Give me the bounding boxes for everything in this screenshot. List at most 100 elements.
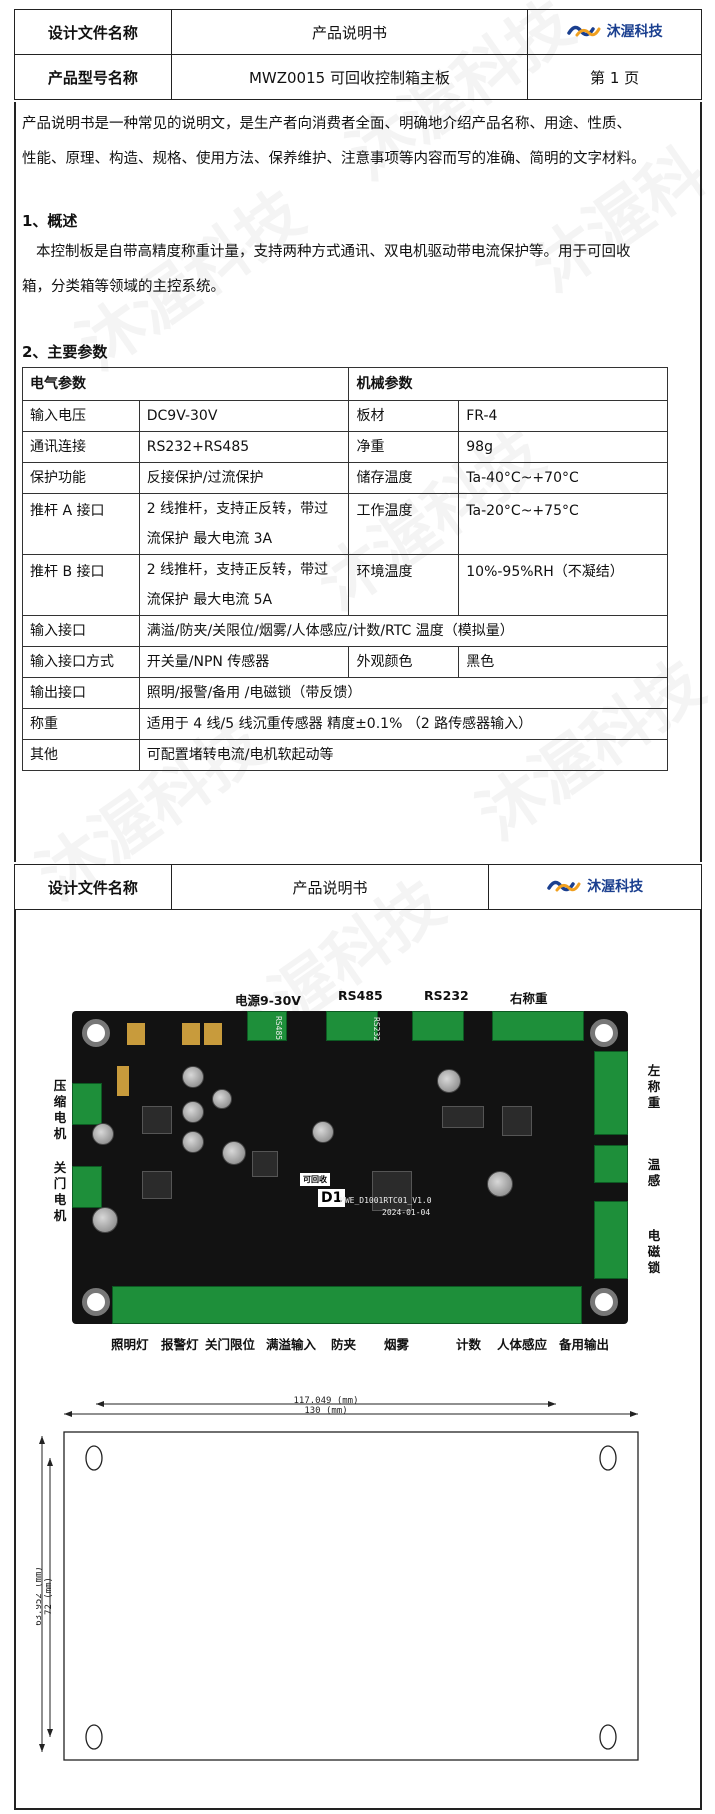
terminal-rs232 <box>412 1011 464 1041</box>
arrow-head <box>47 1729 53 1737</box>
label-backup-output: 备用输出 <box>559 1337 610 1352</box>
overview-line: 本控制板是自带高精度称重计量，支持两种方式通讯、双电机驱动带电流保护等。用于可回… <box>36 244 631 260</box>
params-table: 电气参数 机械参数 输入电压 DC9V-30V 板材 FR-4 通讯连接 RS2… <box>21 367 669 771</box>
model-label: 产品型号名称 <box>14 54 172 100</box>
label-overflow-input: 满溢输入 <box>266 1337 317 1352</box>
param-value-line: 流保护 最大电流 5A <box>146 592 273 608</box>
dimension-drawing: 117.049 (mm) 130 (mm) 63.952 (mm) 72 (mm… <box>36 1396 639 1761</box>
param-value: 照明/报警/备用 /电磁锁（带反馈） <box>138 677 669 709</box>
silk-rs485: RS485 <box>274 1016 283 1041</box>
param-key: 推杆 A 接口 <box>22 493 140 555</box>
label-door-limit: 关门限位 <box>205 1337 256 1352</box>
label-alarm: 报警灯 <box>161 1337 199 1352</box>
label-rs232: RS232 <box>424 988 469 1003</box>
param-value: 10%-95%RH（不凝结） <box>458 554 668 616</box>
param-key: 输出接口 <box>22 677 140 709</box>
electrical-header: 电气参数 <box>21 367 350 401</box>
driver-chip <box>142 1106 172 1134</box>
logo-text: 沐渥科技 <box>606 24 663 40</box>
smd-component <box>182 1023 200 1045</box>
silk-recyclable-mark: 可回收 <box>300 1173 330 1186</box>
capacitor <box>92 1207 118 1233</box>
intro-line: 产品说明书是一种常见的说明文，是生产者向消费者全面、明确地介绍产品名称、用途、性… <box>22 116 631 132</box>
design-file-label: 设计文件名称 <box>14 864 172 910</box>
param-value-line: 流保护 最大电流 3A <box>146 531 273 547</box>
param-key: 通讯连接 <box>22 431 140 463</box>
page-border-bottom <box>14 1808 702 1810</box>
silk-date: 2024-01-04 <box>382 1208 431 1217</box>
inner-height-text: 63.952 (mm) <box>36 1566 44 1626</box>
param-value: 适用于 4 线/5 线沉重传感器 精度±0.1% （2 路传感器输入） <box>138 708 669 740</box>
section-overview-title: 1、概述 <box>22 212 78 230</box>
adc-chip <box>502 1106 532 1136</box>
terminal-door-motor <box>72 1166 102 1208</box>
param-value: RS232+RS485 <box>138 431 350 463</box>
param-value: 2 线推杆，支持正反转，带过 流保护 最大电流 5A <box>138 554 350 616</box>
mcu-chip <box>372 1171 412 1211</box>
capacitor <box>182 1131 204 1153</box>
smd-component <box>117 1066 129 1096</box>
capacitor <box>312 1121 334 1143</box>
silk-rs232: RS232 <box>372 1017 381 1042</box>
brand-wave-icon <box>547 880 581 892</box>
terminal-compress-motor <box>72 1083 102 1125</box>
document-header: 设计文件名称 产品说明书 沐渥科技 产品型号名称 MWZ0015 可回收控制箱主… <box>14 9 702 100</box>
capacitor <box>222 1141 246 1165</box>
mount-hole <box>590 1288 618 1316</box>
label-human-sense: 人体感应 <box>497 1337 548 1352</box>
company-logo: 沐渥科技 <box>488 864 702 910</box>
board-outline <box>63 1431 639 1761</box>
mount-slot <box>85 1445 103 1471</box>
terminal-bottom-strip <box>112 1286 582 1324</box>
label-compress-motor: 压缩电机 <box>53 1078 67 1141</box>
smd-component <box>127 1023 145 1045</box>
inner-width-text: 117.049 (mm) <box>293 1396 358 1406</box>
capacitor <box>212 1089 232 1109</box>
label-left-weigh: 左称重 <box>647 1063 661 1110</box>
capacitor <box>182 1066 204 1088</box>
label-power: 电源9-30V <box>235 993 301 1008</box>
param-key: 输入电压 <box>22 400 140 432</box>
silk-model: MWE_D1001RTC01_V1.0 <box>340 1196 432 1205</box>
mount-hole <box>590 1019 618 1047</box>
label-right-weigh: 右称重 <box>510 991 548 1006</box>
label-counter: 计数 <box>456 1337 482 1352</box>
mount-hole <box>82 1288 110 1316</box>
param-value: Ta-20°C~+75°C <box>458 493 668 555</box>
mount-slot <box>599 1724 617 1750</box>
design-file-label: 设计文件名称 <box>14 9 172 55</box>
arrow-head <box>96 1401 104 1407</box>
param-value: 2 线推杆，支持正反转，带过 流保护 最大电流 3A <box>138 493 350 555</box>
param-key: 工作温度 <box>348 493 460 555</box>
section-params-title: 2、主要参数 <box>22 343 108 361</box>
param-key: 其他 <box>22 739 140 771</box>
param-value: 可配置堵转电流/电机软起动等 <box>138 739 669 771</box>
arrow-head <box>548 1401 556 1407</box>
page-border-left <box>14 102 16 862</box>
overview-paragraph: 本控制板是自带高精度称重计量，支持两种方式通讯、双电机驱动带电流保护等。用于可回… <box>22 235 702 305</box>
label-electromagnetic-lock: 电磁锁 <box>647 1228 661 1275</box>
mount-slot <box>85 1724 103 1750</box>
label-lighting: 照明灯 <box>111 1337 149 1352</box>
capacitor <box>437 1069 461 1093</box>
capacitor <box>92 1123 114 1145</box>
page-border-left <box>14 910 16 1810</box>
inductor <box>252 1151 278 1177</box>
mount-hole <box>82 1019 110 1047</box>
arrow-head <box>39 1744 45 1752</box>
terminal-rs485 <box>326 1011 378 1041</box>
arrow-head <box>39 1436 45 1444</box>
param-key: 净重 <box>348 431 460 463</box>
label-smoke: 烟雾 <box>384 1337 410 1352</box>
mount-slot <box>599 1445 617 1471</box>
terminal-left-weigh <box>594 1051 628 1135</box>
param-key: 保护功能 <box>22 462 140 494</box>
param-key: 输入接口 <box>22 615 140 647</box>
param-value: 满溢/防夹/关限位/烟雾/人体感应/计数/RTC 温度（模拟量） <box>138 615 669 647</box>
param-key: 板材 <box>348 400 460 432</box>
param-value: 反接保护/过流保护 <box>138 462 350 494</box>
param-key: 输入接口方式 <box>22 646 140 678</box>
silk-d1-mark: D1 <box>318 1189 346 1207</box>
driver-chip <box>142 1171 172 1199</box>
param-value: DC9V-30V <box>138 400 350 432</box>
